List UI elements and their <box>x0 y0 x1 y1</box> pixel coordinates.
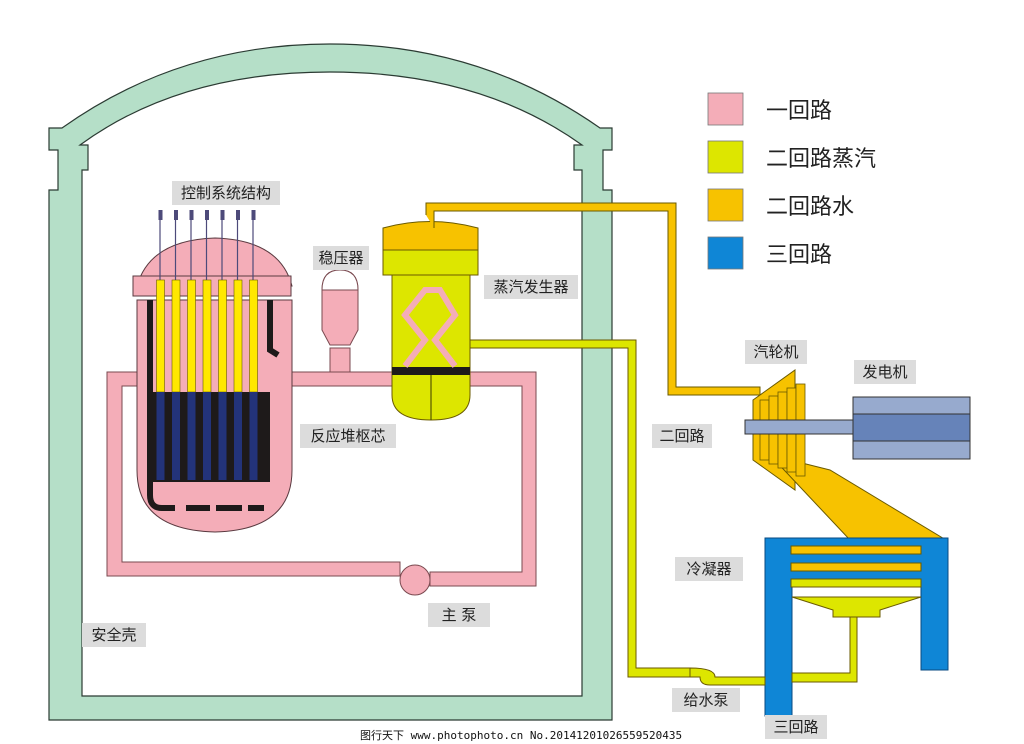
main-pump-label-text: 主 泵 <box>442 606 477 624</box>
condenser-label: 冷凝器 <box>675 557 743 581</box>
generator-label-text: 发电机 <box>862 363 907 381</box>
pressurizer-label: 稳压器 <box>313 246 369 270</box>
tertiary-loop-label-text: 三回路 <box>773 718 818 736</box>
fuel-rod <box>249 392 258 480</box>
generator-label: 发电机 <box>854 360 916 384</box>
feedwater-pump-label-text: 给水泵 <box>683 691 728 709</box>
control-rod <box>249 279 258 393</box>
fuel-rod <box>203 392 211 480</box>
legend-label: 二回路水 <box>766 195 854 220</box>
rod-head <box>205 210 209 220</box>
footer-watermark: 图行天下 www.photophoto.cn No.20141201026559… <box>360 729 682 742</box>
control-rod <box>156 279 165 393</box>
rod-head <box>158 210 163 220</box>
control-rod <box>202 279 212 393</box>
steam-generator-label-text: 蒸汽发生器 <box>493 278 568 296</box>
legend-label: 三回路 <box>766 243 832 268</box>
turbine-label: 汽轮机 <box>745 340 807 364</box>
control-rod <box>218 279 227 393</box>
secondary-water-line <box>425 202 761 396</box>
fuel-rod <box>187 392 196 480</box>
legend-item: 二回路蒸汽 <box>707 140 876 174</box>
pressurizer-label-text: 稳压器 <box>318 249 363 267</box>
secondary-steam-line <box>469 339 691 678</box>
fuel-rod <box>218 392 227 480</box>
fuel-rod <box>172 392 180 480</box>
rod-head <box>236 210 240 220</box>
legend-item: 二回路水 <box>707 188 854 222</box>
control-system-label-text: 控制系统结构 <box>181 184 271 202</box>
legend-label: 二回路蒸汽 <box>766 147 876 172</box>
tertiary-loop-label: 三回路 <box>765 715 827 739</box>
legend-swatch <box>707 236 744 270</box>
control-system-label: 控制系统结构 <box>172 181 280 205</box>
steam-generator <box>382 221 479 421</box>
main-pump-label: 主 泵 <box>428 603 490 627</box>
secondary-loop-label-text: 二回路 <box>659 427 704 445</box>
fuel-rod <box>156 392 165 480</box>
reactor-core-label: 反应堆枢芯 <box>300 424 396 448</box>
rod-head <box>174 210 178 220</box>
rod-head <box>189 210 194 220</box>
containment-label: 安全壳 <box>82 623 146 647</box>
containment-label-text: 安全壳 <box>91 626 136 644</box>
feedwater-pump <box>689 667 766 686</box>
legend-item: 三回路 <box>707 236 832 270</box>
control-rod <box>233 279 243 393</box>
reactor-core-label-text: 反应堆枢芯 <box>310 427 385 445</box>
secondary-loop-label: 二回路 <box>652 424 712 448</box>
generator <box>744 396 971 460</box>
legend-swatch <box>707 92 744 126</box>
steam-generator-label: 蒸汽发生器 <box>484 275 578 299</box>
rod-head <box>251 210 256 220</box>
turbine-label-text: 汽轮机 <box>753 343 798 361</box>
condenser-label-text: 冷凝器 <box>686 560 731 578</box>
fuel-rod <box>234 392 242 480</box>
legend-swatch <box>707 188 744 222</box>
control-rods <box>156 210 258 480</box>
legend-item: 一回路 <box>707 92 832 126</box>
rod-head <box>220 210 225 220</box>
legend-swatch <box>707 140 744 174</box>
pressurizer-top <box>321 269 359 291</box>
condenser <box>764 537 949 717</box>
feedwater-pump-label: 给水泵 <box>672 688 740 712</box>
control-rod <box>187 279 196 393</box>
control-rod <box>171 279 181 393</box>
containment-dome <box>48 43 613 721</box>
legend-label: 一回路 <box>766 99 832 124</box>
